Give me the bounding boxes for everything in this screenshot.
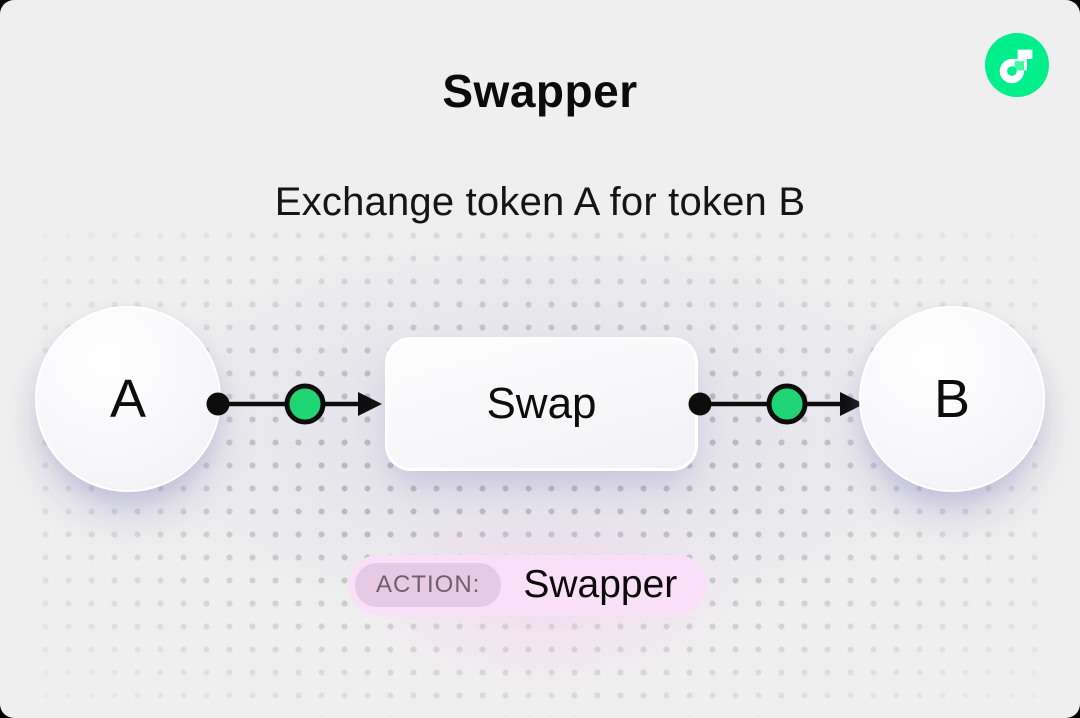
green-signal-dot	[766, 383, 808, 425]
flow-logo-icon	[985, 33, 1049, 97]
node-token-b: B	[859, 306, 1045, 492]
connector-arrow-right	[688, 383, 864, 425]
arrowhead-icon	[358, 392, 382, 416]
node-token-a: A	[35, 306, 221, 492]
green-signal-dot	[284, 383, 326, 425]
arrowhead-icon	[840, 392, 864, 416]
node-swap: Swap	[385, 337, 698, 471]
connector-arrow-left	[206, 383, 382, 425]
action-badge: ACTION: Swapper	[348, 555, 708, 615]
node-swap-label: Swap	[486, 379, 597, 428]
node-token-b-label: B	[933, 369, 971, 429]
page-title: Swapper	[442, 65, 638, 117]
edge-start-dot	[688, 392, 712, 416]
action-badge-label: ACTION:	[355, 563, 502, 607]
page-subtitle: Exchange token A for token B	[274, 180, 806, 224]
node-token-a-label: A	[109, 369, 147, 429]
edge-start-dot	[206, 392, 230, 416]
action-badge-value: Swapper	[523, 563, 678, 606]
